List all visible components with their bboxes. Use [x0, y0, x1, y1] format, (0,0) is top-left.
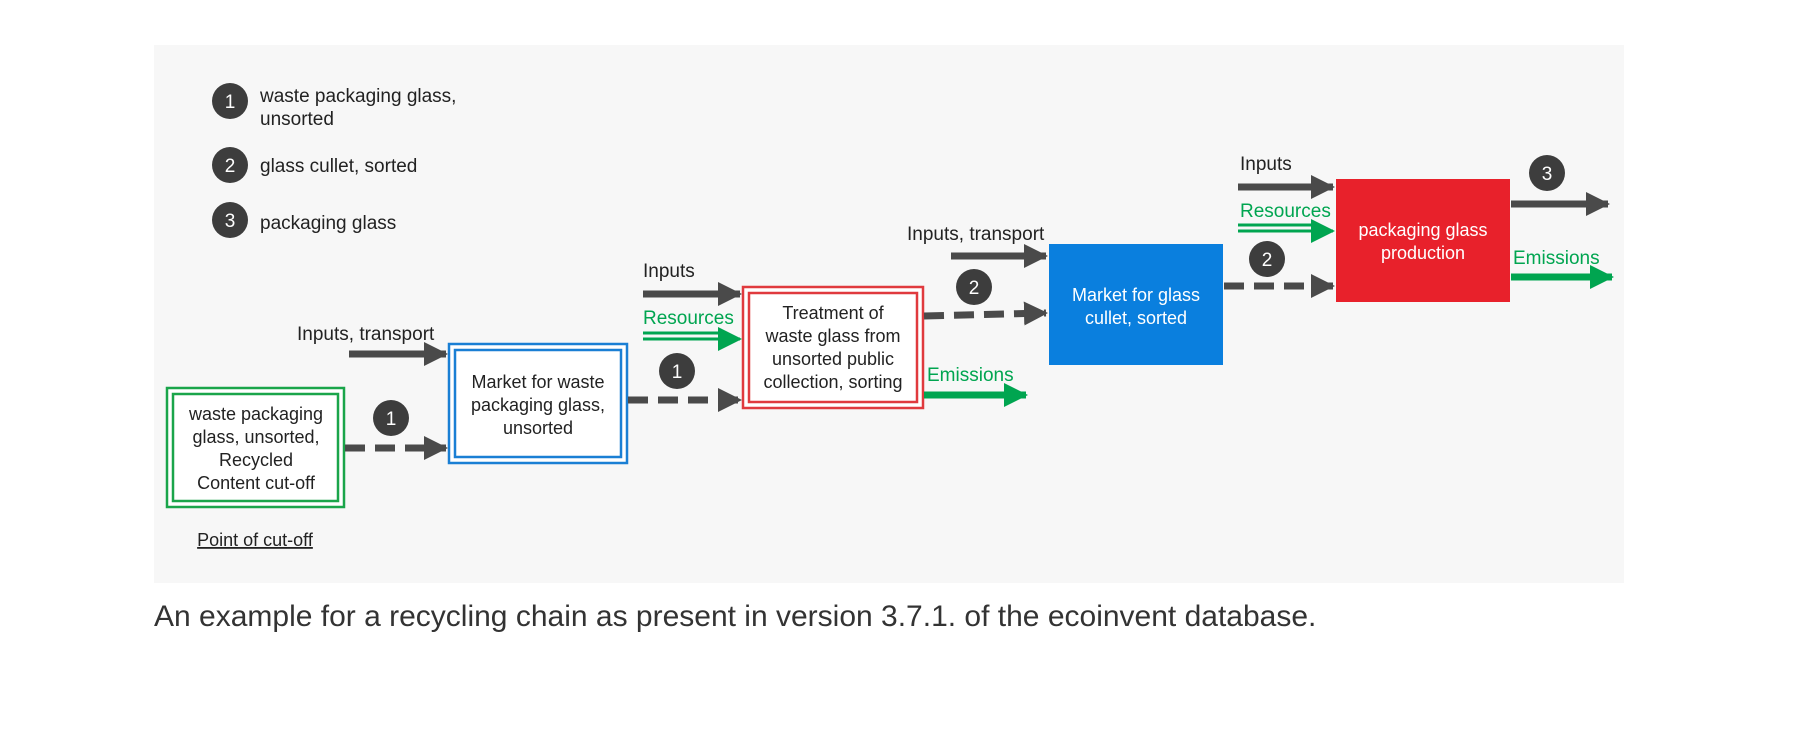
box-treatment-inner-border	[747, 291, 919, 404]
box-cutoff-inner-border	[171, 392, 340, 503]
box-market-cullet-line1: Market for glass	[1072, 285, 1200, 305]
legend-item-1-label-line1: waste packaging glass,	[259, 86, 456, 107]
legend-item-1-label-line2: unsorted	[260, 109, 334, 130]
legend-badge-2	[212, 147, 248, 183]
box-market-cullet-fill	[1049, 244, 1223, 365]
box-cutoff: waste packaging glass, unsorted, Recycle…	[165, 386, 346, 509]
treatment-resources-label: Resources	[643, 308, 734, 329]
box-production-line1: packaging glass	[1358, 220, 1487, 240]
flow-arrow-treatment-to-cullet	[923, 301, 1048, 326]
box-market-waste-line1: Market for waste	[471, 372, 604, 392]
flow-badge-1b-number: 1	[672, 362, 683, 383]
flow-badge-1a	[373, 400, 409, 436]
box-market-waste: Market for waste packaging glass, unsort…	[447, 342, 629, 465]
flow-badge-3	[1529, 155, 1565, 191]
legend-item-2-label: glass cullet, sorted	[260, 156, 417, 177]
legend-item-3: 3 packaging glass	[212, 202, 396, 238]
box-cutoff-line1: waste packaging	[188, 404, 323, 424]
legend: 1 waste packaging glass, unsorted 2 glas…	[212, 83, 456, 238]
flow-badge-3-number: 3	[1542, 164, 1553, 185]
box-cutoff-line3: Recycled	[219, 450, 293, 470]
production-emissions-label: Emissions	[1513, 248, 1600, 269]
box-production-fill	[1336, 179, 1510, 302]
flow-badge-1a-number: 1	[386, 409, 397, 430]
box-production: packaging glass production	[1336, 179, 1510, 302]
legend-badge-3-number: 3	[225, 211, 236, 232]
legend-badge-1-number: 1	[225, 92, 236, 113]
box-market-cullet: Market for glass cullet, sorted	[1049, 244, 1223, 365]
box-treatment-line2: waste glass from	[764, 326, 900, 346]
production-resources-label: Resources	[1240, 201, 1331, 222]
flow-badge-2b	[1249, 241, 1285, 277]
box-market-waste-inner-border	[453, 348, 623, 459]
box-cutoff-line2: glass, unsorted,	[192, 427, 319, 447]
flow-badge-1b	[659, 353, 695, 389]
box-cutoff-line4: Content cut-off	[197, 473, 316, 493]
flow-badge-2a	[956, 269, 992, 305]
flow-badge-2b-number: 2	[1262, 250, 1273, 271]
box-market-waste-outer-border	[447, 342, 629, 465]
legend-badge-1	[212, 83, 248, 119]
legend-item-2: 2 glass cullet, sorted	[212, 147, 417, 183]
legend-badge-3	[212, 202, 248, 238]
figure-caption: An example for a recycling chain as pres…	[154, 600, 1317, 633]
point-of-cutoff-label: Point of cut-off	[197, 530, 314, 550]
treatment-inputs-label: Inputs	[643, 261, 695, 282]
production-inputs-label: Inputs	[1240, 154, 1292, 175]
box-production-line2: production	[1381, 243, 1465, 263]
market-waste-inputs-transport-label: Inputs, transport	[297, 324, 435, 345]
legend-item-3-label: packaging glass	[260, 213, 396, 234]
treatment-emissions-label: Emissions	[927, 365, 1014, 386]
box-market-waste-line3: unsorted	[503, 418, 573, 438]
box-treatment-line4: collection, sorting	[763, 372, 902, 392]
legend-item-1: 1 waste packaging glass, unsorted	[212, 83, 456, 130]
box-treatment-line1: Treatment of	[782, 303, 884, 323]
box-cutoff-outer-border	[165, 386, 346, 509]
box-treatment-outer-border	[741, 285, 925, 410]
flow-badge-2a-number: 2	[969, 278, 980, 299]
market-cullet-inputs-transport-label: Inputs, transport	[907, 224, 1045, 245]
legend-badge-2-number: 2	[225, 156, 236, 177]
box-market-waste-line2: packaging glass,	[471, 395, 605, 415]
box-market-cullet-line2: cullet, sorted	[1085, 308, 1187, 328]
box-treatment: Treatment of waste glass from unsorted p…	[741, 285, 925, 410]
box-treatment-line3: unsorted public	[772, 349, 894, 369]
